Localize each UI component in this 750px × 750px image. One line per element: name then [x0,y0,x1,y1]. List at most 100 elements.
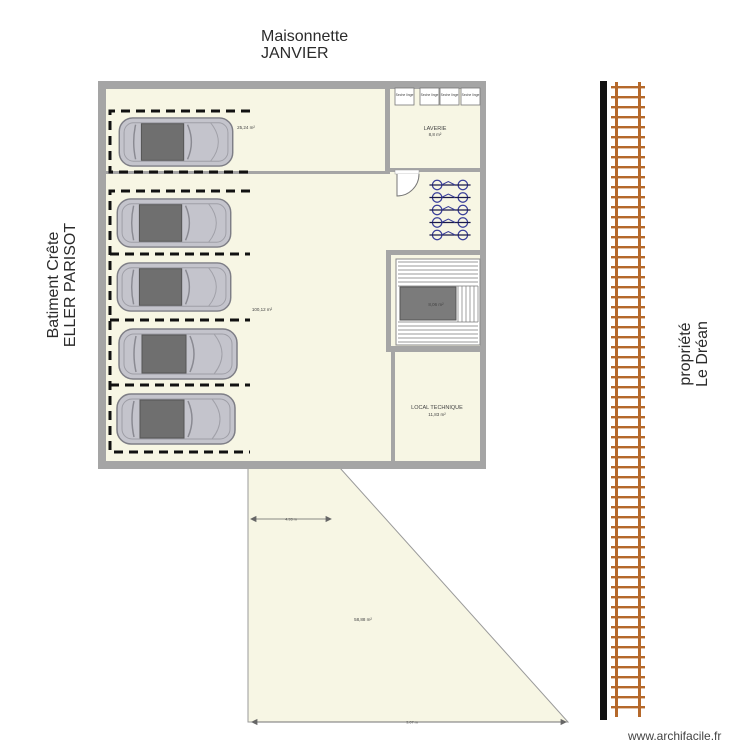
rail-sleeper [611,316,645,319]
rail-sleeper [611,426,645,429]
car-2 [116,198,232,248]
dimension-upper-label: 4.93 m [285,518,297,522]
rail-sleeper [611,376,645,379]
rail-sleeper [611,186,645,189]
rail-sleeper [611,126,645,129]
car-3 [116,262,232,312]
rail-sleeper [611,556,645,559]
seche-linge-2-label: Seche linge [421,93,439,97]
rail-sleeper [611,536,645,539]
watermark: www.archifacile.fr [628,729,722,743]
rail-sleeper [611,686,645,689]
dimension-bottom [251,718,567,726]
stair-well [399,286,457,321]
rail-left [615,82,618,717]
rail-sleeper [611,216,645,219]
wall-laverie-south [390,168,480,172]
rail-sleeper [611,506,645,509]
rail-sleeper [611,146,645,149]
rail-sleeper [611,256,645,259]
staircase [395,258,481,346]
rail-sleeper [611,356,645,359]
rail-sleeper [611,156,645,159]
rail-sleeper [611,466,645,469]
rail-sleeper [611,496,645,499]
rail-sleeper [611,326,645,329]
rail-sleeper [611,236,645,239]
rail-sleeper [611,346,645,349]
seche-linge-3 [439,87,460,106]
boundary-fence [600,81,607,720]
rail-sleeper [611,136,645,139]
laverie-area: 8,8 m² [429,132,442,137]
rail-sleeper [611,706,645,709]
railway-track [611,82,645,717]
rail-sleeper [611,166,645,169]
rail-sleeper [611,626,645,629]
rail-sleeper [611,646,645,649]
seche-linge-4 [460,87,481,106]
car-1 [118,117,234,167]
wall-stair-south [386,346,480,352]
rail-sleeper [611,566,645,569]
stair-area: 8,06 m² [428,302,444,307]
garden-zone [247,467,570,723]
wall-stair-west [386,255,391,348]
wall-laverie-west [385,89,390,174]
rail-sleeper [611,246,645,249]
rail-sleeper [611,616,645,619]
wall-tech-west [391,352,395,462]
rail-sleeper [611,656,645,659]
rail-sleeper [611,516,645,519]
rail-sleeper [611,106,645,109]
rail-sleeper [611,436,645,439]
rail-sleeper [611,286,645,289]
rail-sleeper [611,276,645,279]
rail-sleeper [611,86,645,89]
garden-area: 58,88 m² [354,617,372,622]
wall-stair-north [386,250,480,255]
rail-sleeper [611,546,645,549]
rail-sleeper [611,416,645,419]
rail-sleeper [611,336,645,339]
rail-sleeper [611,666,645,669]
rail-right [638,82,641,717]
rail-sleeper [611,446,645,449]
rail-sleeper [611,456,645,459]
rail-sleeper [611,206,645,209]
seche-linge-3-label: Seche linge [441,93,459,97]
dimension-bottom-label: 9.07 m [406,721,418,725]
rail-sleeper [611,606,645,609]
laverie-name: LAVERIE [424,126,447,132]
laundry-appliances: Seche linge Seche linge Seche linge Sech… [394,87,481,106]
rail-sleeper [611,526,645,529]
parking-bay-dashes [108,109,250,454]
rail-sleeper [611,266,645,269]
rail-sleeper [611,696,645,699]
seche-linge-1 [394,87,415,106]
local-tech-area: 11,83 m² [428,412,446,417]
car-4 [118,328,238,380]
rail-sleeper [611,176,645,179]
rail-sleeper [611,636,645,639]
north-neighbor-line2: JANVIER [261,45,329,62]
seche-linge-2 [419,87,440,106]
rail-sleeper [611,296,645,299]
rail-sleeper [611,306,645,309]
rail-sleeper [611,96,645,99]
rail-sleeper [611,406,645,409]
rail-sleeper [611,196,645,199]
rail-sleeper [611,486,645,489]
rail-sleeper [611,116,645,119]
seche-linge-4-label: Seche linge [462,93,480,97]
north-neighbor-line1: Maisonnette [261,28,349,45]
local-tech-name: LOCAL TECHNIQUE [411,405,463,411]
rail-sleeper [611,576,645,579]
rail-sleeper [611,596,645,599]
north-neighbor-label: Maisonnette JANVIER [261,28,348,62]
dimension-upper [250,515,332,523]
car-5 [116,393,236,445]
rail-sleeper [611,676,645,679]
parking-main-area: 100,12 m² [252,307,273,312]
